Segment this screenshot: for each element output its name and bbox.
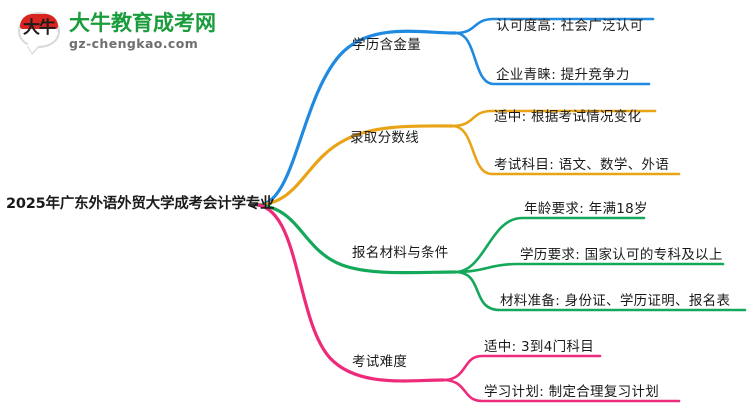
branch-line-2 [256, 203, 457, 275]
mindmap-leaf-1-0-label[interactable]: 适中: 根据考试情况变化 [494, 109, 642, 125]
leaf-connector-3-1 [441, 378, 681, 403]
mindmap-leaf-2-2-label[interactable]: 材料准备: 身份证、学历证明、报名表 [500, 293, 731, 309]
branch-line-0 [256, 29, 457, 207]
mindmap-leaf-0-1-label[interactable]: 企业青睐: 提升竞争力 [496, 67, 630, 83]
leaf-connector-2-2 [453, 270, 747, 312]
mindmap-branch-0-label[interactable]: 学历含金量 [352, 37, 421, 53]
mindmap-leaf-0-0-label[interactable]: 认可度高: 社会广泛认可 [496, 18, 644, 34]
mindmap-leaf-1-1-label[interactable]: 考试科目: 语文、数学、外语 [494, 157, 670, 173]
branch-line-1 [256, 124, 454, 207]
leaf-connector-2-0 [453, 216, 646, 274]
logo-bubble-icon: 大牛 [18, 11, 62, 53]
mindmap-leaf-2-1-label[interactable]: 学历要求: 国家认可的专科及以上 [520, 247, 723, 263]
mindmap-branch-2-label[interactable]: 报名材料与条件 [352, 245, 449, 261]
mindmap-leaf-3-0-label[interactable]: 适中: 3到4门科目 [484, 339, 595, 355]
mindmap-leaf-2-0-label[interactable]: 年龄要求: 年满18岁 [524, 201, 648, 217]
logo-title: 大牛教育成考网 [69, 11, 216, 36]
mindmap-branch-3-label[interactable]: 考试难度 [352, 354, 408, 370]
leaf-connector-1-0 [450, 109, 657, 128]
leaf-connector-3-0 [441, 354, 602, 382]
leaf-connector-2-1 [453, 262, 725, 274]
site-logo[interactable]: 大牛 大牛教育成考网 gz-chengkao.com [18, 8, 216, 56]
logo-mark-text: 大牛 [23, 18, 56, 38]
leaf-connector-0-0 [453, 17, 655, 35]
branch-line-3 [256, 203, 445, 383]
leaf-connector-1-1 [450, 124, 681, 176]
mindmap-root-node[interactable]: 2025年广东外语外贸大学成考会计学专业 [6, 196, 275, 212]
logo-subtitle: gz-chengkao.com [69, 36, 199, 52]
mindmap-branch-1-label[interactable]: 录取分数线 [350, 130, 419, 146]
mindmap-leaf-3-1-label[interactable]: 学习计划: 制定合理复习计划 [484, 384, 660, 400]
leaf-connector-0-1 [453, 31, 651, 86]
